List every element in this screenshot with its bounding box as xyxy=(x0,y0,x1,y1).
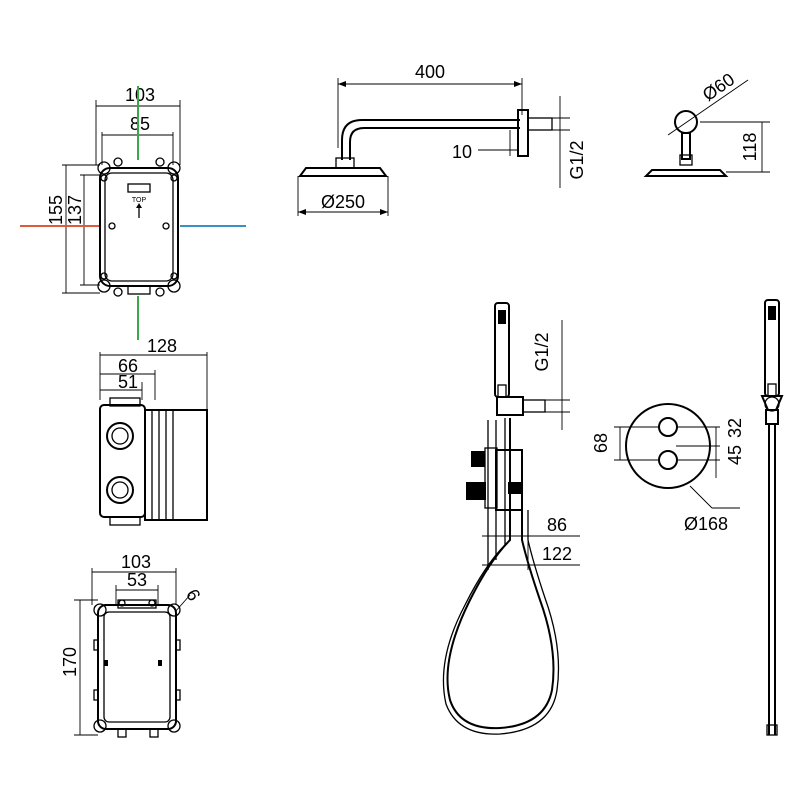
dim-flange-diameter: Ø60 xyxy=(699,69,738,105)
shower-arm xyxy=(341,119,520,160)
dim-hand-thread: G1/2 xyxy=(532,332,552,371)
valve-body-side xyxy=(99,404,146,518)
hand-shower-view: G1/2 86 122 xyxy=(442,302,580,735)
port-lower xyxy=(106,476,134,504)
dim-plate-diameter: Ø168 xyxy=(684,514,728,534)
hand-shower-front-view xyxy=(760,299,784,736)
dim-hand-depth-b: 122 xyxy=(542,544,572,564)
dim-width-inner: 85 xyxy=(130,114,150,134)
hose xyxy=(446,418,555,730)
valve-body-side-view: 128 66 51 xyxy=(99,336,208,526)
flange-circle xyxy=(674,110,698,134)
wall-flange xyxy=(517,109,529,157)
shower-arm-view: 400 10 G1/2 Ø250 xyxy=(297,62,587,216)
knob-upper xyxy=(471,451,485,467)
dim-height-outer: 155 xyxy=(46,195,66,225)
port-upper xyxy=(106,422,134,450)
dim-handle-offset-a: 45 xyxy=(725,445,745,465)
drop-pipe xyxy=(681,132,691,160)
dim-width-outer: 103 xyxy=(125,85,155,105)
hose-outlet-holder xyxy=(496,396,524,416)
top-label: TOP xyxy=(132,197,147,204)
shower-head-side xyxy=(298,167,388,177)
valve-body-front xyxy=(99,167,179,287)
dim-back-width-inner: 53 xyxy=(127,570,147,590)
dim-depth-min: 51 xyxy=(118,372,138,392)
dim-back-corner: 6 xyxy=(182,586,204,605)
dim-handle-spacing: 68 xyxy=(591,433,611,453)
dim-back-width-outer: 103 xyxy=(121,552,151,572)
dim-back-height: 170 xyxy=(60,647,80,677)
dim-height-inner: 137 xyxy=(65,195,85,225)
dim-head-height: 118 xyxy=(740,133,760,162)
dim-handle-offset-b: 32 xyxy=(725,418,745,438)
lower-handle xyxy=(658,450,678,470)
dim-arm-offset: 10 xyxy=(452,142,472,162)
valve-body-back xyxy=(97,604,177,730)
dim-depth-total: 128 xyxy=(147,336,177,356)
dim-arm-thread: G1/2 xyxy=(567,140,587,179)
shower-head-detail-view: Ø60 118 xyxy=(643,69,770,177)
dim-depth-mid: 66 xyxy=(118,356,138,376)
dim-arm-length: 400 xyxy=(415,62,445,82)
valve-body-front-view: 103 85 155 137 T xyxy=(20,85,246,340)
upper-handle xyxy=(658,417,678,437)
dim-head-diameter: Ø250 xyxy=(321,192,365,212)
valve-body-back-view: 103 53 6 170 xyxy=(60,552,204,738)
trim-plate-view: 68 45 32 Ø168 xyxy=(591,403,745,534)
knob-lower xyxy=(466,482,486,500)
shower-head-plate xyxy=(643,169,729,177)
valve-cover-side xyxy=(144,409,208,521)
dim-hand-depth-a: 86 xyxy=(547,515,567,535)
